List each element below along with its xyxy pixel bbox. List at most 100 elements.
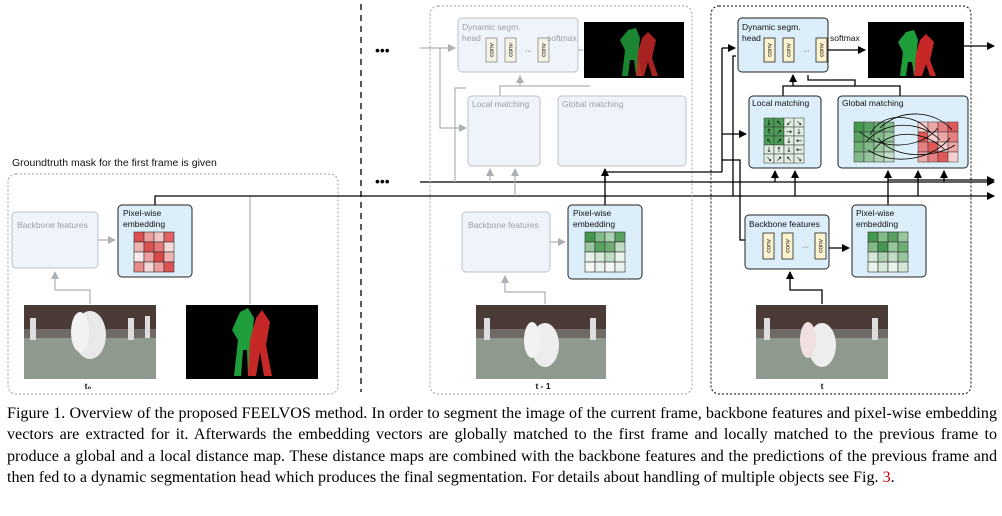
grid-cell: [887, 231, 899, 243]
grid-cell: [143, 241, 155, 253]
video-frame-t0: [24, 305, 156, 379]
local-arrow-glyph: ↙: [786, 119, 792, 127]
grid-cell: [887, 261, 899, 273]
local-arrow-glyph: ↖: [776, 119, 782, 127]
grid-cell: [877, 241, 889, 253]
backbone-label-t0: Backbone features: [17, 220, 88, 230]
grid-cell: [594, 261, 606, 273]
grid-cell: [614, 251, 626, 263]
conv-ellipsis: ···: [802, 244, 809, 251]
conv-label: conv: [819, 42, 826, 56]
grid-cell: [584, 261, 596, 273]
grid-cell: [897, 231, 909, 243]
dyn-head-label-t1-line2: head: [462, 33, 481, 43]
conv-label: conv: [767, 42, 774, 56]
local-arrow-glyph: ↗: [776, 128, 782, 136]
grid-cell: [867, 231, 879, 243]
embedding-label-t-line1: Pixel-wise: [856, 208, 895, 218]
local-arrow-glyph: →: [786, 128, 792, 136]
conv-label: conv: [508, 42, 515, 56]
local-arrow-glyph: ↓: [786, 146, 792, 154]
grid-cell: [133, 231, 145, 243]
conv-stack-backbone-t: conv conv conv ···: [762, 232, 827, 260]
grid-cell: [153, 261, 165, 273]
global-cell-red: [927, 121, 939, 133]
time-label-t: t: [821, 381, 824, 391]
dyn-head-label-t-line1: Dynamic segm.: [742, 22, 801, 32]
grid-cell: [867, 251, 879, 263]
global-cell-green: [853, 121, 865, 133]
embedding-label-t0-line2: embedding: [123, 219, 165, 229]
global-cell-green: [853, 141, 865, 153]
grid-cell: [897, 241, 909, 253]
conv-block: [485, 37, 498, 63]
caption-text: Figure 1. Overview of the proposed FEELV…: [7, 405, 997, 486]
grid-cell: [594, 231, 606, 243]
local-arrow-glyph: ↓: [766, 146, 772, 154]
figure-reference-link[interactable]: 3: [882, 468, 891, 486]
local-matching-box-t1: [467, 95, 541, 167]
conv-label: conv: [541, 42, 548, 56]
continuation-dots-top: •••: [375, 42, 390, 58]
conv-label: conv: [766, 238, 773, 252]
panel-t-frame: [710, 5, 972, 395]
global-cell-red: [937, 151, 949, 163]
global-matching-box-t1: [557, 95, 687, 167]
global-cell-red: [947, 151, 959, 163]
conv-block: [815, 37, 828, 63]
global-cell-red: [937, 131, 949, 143]
conv-label: conv: [785, 238, 792, 252]
grid-cell: [584, 231, 596, 243]
embedding-label-t-line2: embedding: [856, 219, 898, 229]
time-label-t0: t₀: [85, 381, 92, 391]
grid-cell: [604, 241, 616, 253]
global-cell-green: [853, 131, 865, 143]
grid-cell: [614, 261, 626, 273]
conv-ellipsis: ···: [525, 48, 532, 55]
conv-label: conv: [489, 42, 496, 56]
groundtruth-mask-t0: [186, 305, 318, 379]
local-arrow-glyph: ←: [796, 146, 802, 154]
conv-label: conv: [818, 238, 825, 252]
grid-cell: [133, 261, 145, 273]
grid-cell: [877, 231, 889, 243]
embedding-grid-t: [867, 231, 909, 273]
local-arrow-glyph: ↓: [786, 137, 792, 145]
local-arrow-glyph: ↘: [796, 119, 802, 127]
conv-block: [537, 37, 550, 63]
local-arrow-glyph: ↘: [766, 155, 772, 163]
backbone-label-t: Backbone features: [749, 219, 820, 229]
grid-cell: [604, 231, 616, 243]
global-cell-green: [883, 141, 895, 153]
grid-cell: [594, 251, 606, 263]
local-arrow-glyph: ↖: [766, 137, 772, 145]
panel-t1-frame: [429, 5, 693, 395]
conv-stack-t1: conv conv conv ···: [485, 37, 550, 63]
grid-cell: [143, 261, 155, 273]
softmax-label-t1: softmax: [547, 33, 578, 43]
grid-cell: [163, 241, 175, 253]
global-cell-green: [863, 151, 875, 163]
grid-cell: [897, 261, 909, 273]
global-cell-green: [853, 151, 865, 163]
softmax-label-t: softmax: [830, 33, 861, 43]
global-matching-label-t: Global matching: [842, 98, 904, 108]
grid-cell: [133, 241, 145, 253]
embedding-label-t1-line1: Pixel-wise: [573, 208, 612, 218]
grid-cell: [153, 241, 165, 253]
local-arrow-glyph: ←: [796, 137, 802, 145]
global-matching-grids-t: [853, 121, 959, 163]
embedding-label-t1-line2: embedding: [573, 219, 615, 229]
grid-cell: [163, 261, 175, 273]
local-arrow-glyph: ↖: [786, 155, 792, 163]
backbone-label-t1: Backbone features: [468, 220, 539, 230]
local-arrow-glyph: ↓: [796, 128, 802, 136]
video-frame-t: [756, 305, 888, 379]
grid-cell: [867, 241, 879, 253]
global-cell-green: [883, 151, 895, 163]
prediction-mask-t: [868, 22, 964, 78]
local-arrow-glyph: ↗: [776, 137, 782, 145]
conv-block: [814, 232, 827, 260]
conv-block: [781, 232, 794, 260]
